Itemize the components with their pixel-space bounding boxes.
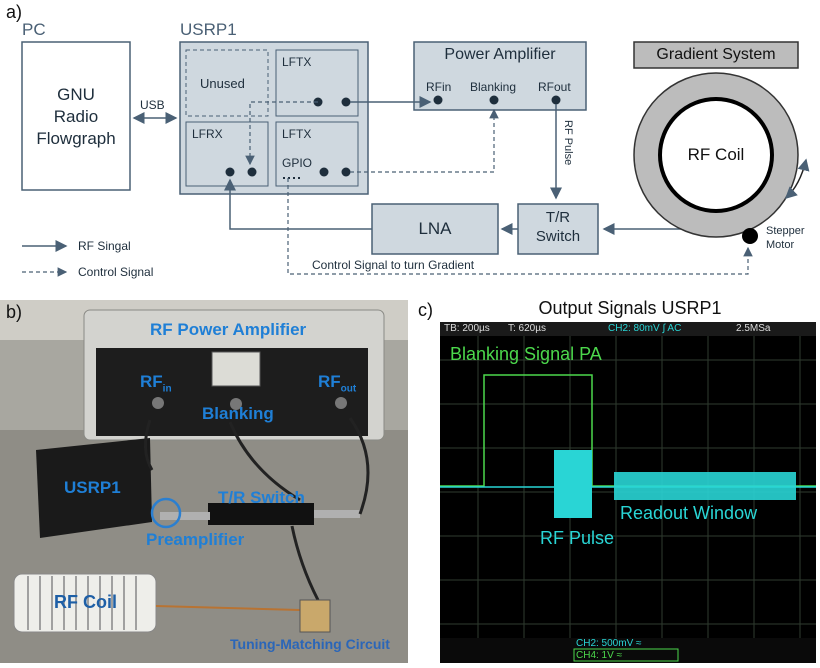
- pc-title: PC: [22, 20, 46, 39]
- lfrx-port-2: [247, 167, 257, 177]
- readout-window-label: Readout Window: [620, 503, 758, 523]
- stepper-motor-label: Stepper Motor: [766, 225, 805, 251]
- panel-b-label: b): [6, 302, 23, 322]
- lna-label: LNA: [418, 219, 452, 238]
- pa-blanking-label: Blanking: [470, 80, 517, 94]
- scope-status-t: T: 620µs: [508, 323, 547, 334]
- tr-switch-photo-label: T/R Switch: [218, 488, 305, 507]
- hardware-photo: [0, 300, 408, 663]
- legend-control-label: Control Signal: [78, 265, 154, 279]
- ch2-scale: CH2: 500mV ≈: [576, 638, 642, 649]
- readout-window-trace: [614, 472, 796, 500]
- lftx-top-port-2: [341, 97, 351, 107]
- rf-coil-circle: [658, 97, 774, 213]
- rf-in-label: RFin: [140, 372, 172, 395]
- oscilloscope-plot: [440, 322, 816, 663]
- tuning-matching-board: [299, 599, 331, 633]
- pa-blanking-port: [489, 95, 499, 105]
- panel-a-label: a): [6, 2, 23, 22]
- rf-coil-device: [13, 573, 157, 633]
- lfrx-port: [225, 167, 235, 177]
- tr-switch-device: [208, 503, 314, 525]
- usrp1-title: USRP1: [180, 20, 237, 39]
- pa-rfin-port: [433, 95, 443, 105]
- hardware-photo-illustration: [0, 300, 408, 663]
- gpio-port-2: [341, 167, 351, 177]
- lftx-bottom-label: LFTX: [282, 127, 312, 141]
- lna-box: [371, 203, 499, 255]
- pc-box: [21, 41, 131, 191]
- rf-pulse-trace: [554, 450, 592, 518]
- usb-label: USB: [140, 98, 165, 112]
- scope-title: Output Signals USRP1: [538, 298, 722, 318]
- panel-c-label: c): [418, 300, 433, 320]
- scope-status-ch2: CH2: 80mV ∫ AC: [608, 323, 682, 334]
- power-amp-title: Power Amplifier: [444, 46, 556, 63]
- tr-switch-box: [517, 203, 599, 255]
- gradient-system-title-box: [633, 41, 799, 69]
- usrp1-photo-label: USRP1: [64, 478, 121, 497]
- lftx-top-label: LFTX: [282, 55, 312, 69]
- rf-pulse-vertical-label: RF Pulse: [562, 120, 574, 166]
- blanking-signal-trace: [440, 374, 816, 487]
- rf-out-label: RFout: [318, 372, 357, 395]
- block-diagram: [21, 41, 810, 277]
- tr-switch-label: T/R Switch: [535, 209, 581, 245]
- pa-rfin-label: RFin: [426, 80, 452, 94]
- blanking-signal-label: Blanking Signal PA: [450, 344, 602, 364]
- pa-rfout-port: [551, 95, 561, 105]
- control-signal-label: Control Signal to turn Gradient: [312, 258, 475, 272]
- oscilloscope-screen: [440, 322, 816, 663]
- gradient-system-title: Gradient System: [656, 46, 776, 63]
- rf-power-amplifier-label: RF Power Amplifier: [150, 320, 307, 339]
- unused-label: Unused: [200, 76, 245, 91]
- usrp1-enclosure: [36, 438, 152, 538]
- tuning-matching-label: Tuning-Matching Circuit: [230, 636, 390, 652]
- ch4-scale: CH4: 1V ≈: [576, 650, 623, 661]
- rf-coil-label: RF Coil: [687, 145, 745, 164]
- rf-coil-photo-label: RF Coil: [54, 592, 117, 612]
- scope-status-tb: TB: 200µs: [444, 323, 490, 334]
- stepper-motor: [742, 228, 758, 244]
- scope-status-rate: 2.5MSa: [736, 323, 771, 334]
- legend-rf-label: RF Singal: [78, 239, 131, 253]
- pa-rfout-label: RFout: [538, 80, 571, 94]
- unused-box: [185, 49, 269, 117]
- gpio-port-1: [319, 167, 329, 177]
- lfrx-label: LFRX: [192, 127, 223, 141]
- gpio-label: GPIO: [282, 156, 313, 170]
- rf-pulse-label: RF Pulse: [540, 528, 615, 548]
- preamplifier-label: Preamplifier: [146, 530, 245, 549]
- pc-box-label: GNU Radio Flowgraph: [36, 85, 116, 148]
- blanking-photo-label: Blanking: [202, 404, 274, 423]
